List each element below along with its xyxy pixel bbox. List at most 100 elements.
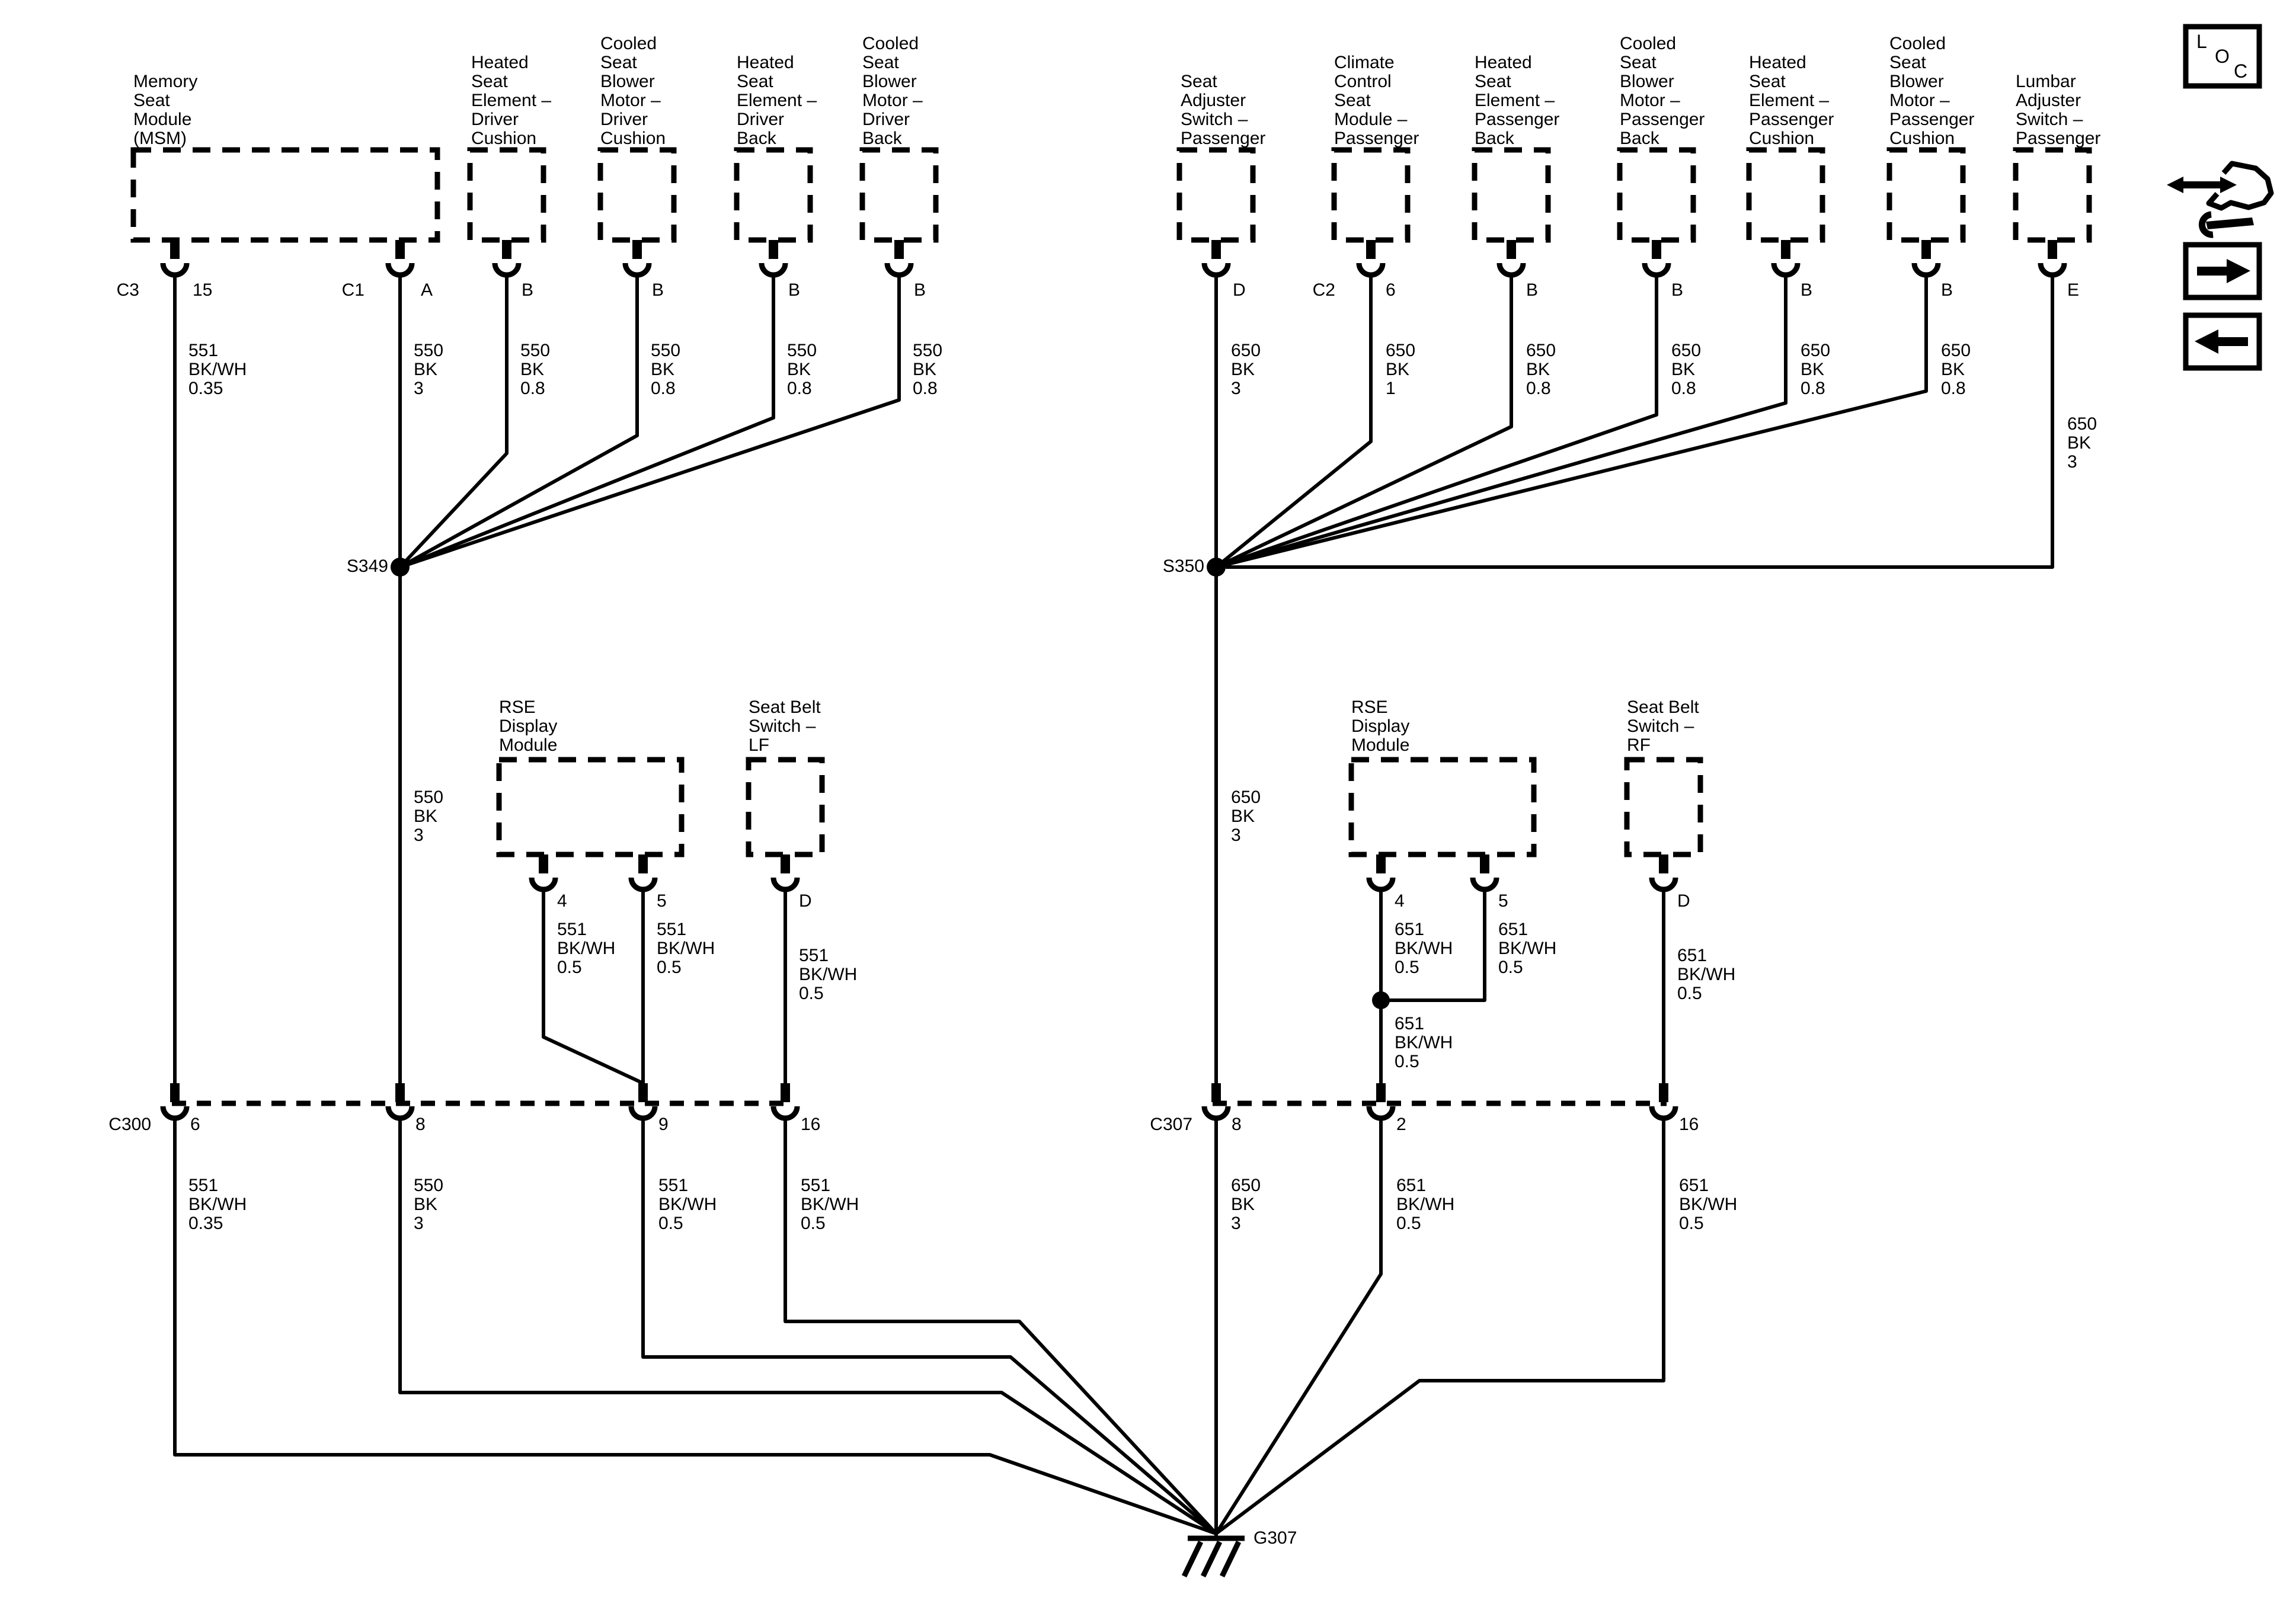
terminal-cup [385,1106,415,1121]
terminal-stub [395,240,405,259]
pin-label-b-3: B [788,280,801,300]
pin-label-rse-left-5: 5 [657,891,667,911]
wire-650-bk-3-lumbar [1226,275,2054,569]
pin-label-c307-2: 2 [1396,1115,1406,1134]
component-box-seat-belt-switch-rf [1624,757,1703,857]
component-label-heated-seat-element-driver-cushion: Heated Seat Element – Driver Cushion [471,53,552,148]
wire-label-551-bkwh-05-rse4: 551 BK/WH 0.5 [557,920,616,977]
component-box-heated-seat-element-passenger-cushion [1746,147,1825,243]
component-box-seat-belt-switch-lf [746,757,825,857]
pin-label-c300-16: 16 [801,1115,821,1134]
connector-label-c300: C300 [108,1115,151,1134]
component-label-memory-seat-module: Memory Seat Module (MSM) [133,72,198,148]
terminal-cup [1911,263,1941,278]
wire-550-bk-08-driver-cushion-heat [398,275,509,569]
component-box-rse-display-module-left [496,757,685,857]
pin-label-b-8: B [1941,280,1953,300]
wire-label-551-bkwh-05-bottom-9: 551 BK/WH 0.5 [658,1176,717,1233]
wire-550-bk-08-driver-back-heat [399,275,775,569]
terminal-stub [1781,240,1790,259]
wire-label-651-bkwh-05-rse4: 651 BK/WH 0.5 [1395,920,1453,977]
wire-label-650-bk-08-3: 650 BK 0.8 [1801,341,1831,398]
terminal-cup [884,263,914,278]
component-box-cooled-seat-blower-passenger-back [1617,147,1696,243]
icon-column [2167,24,2274,371]
terminal-cup [1642,263,1671,278]
terminal-stub [638,854,648,873]
wires [173,275,2054,1537]
terminal-stub [395,1083,405,1102]
pin-label-d-seat-adjuster: D [1233,280,1246,300]
terminal-stub [781,1083,790,1102]
terminal-stub [1652,240,1661,259]
terminal-stub [1376,854,1386,873]
terminal-cup [1649,1106,1678,1121]
loc-letter-o: O [2215,46,2230,67]
component-box-climate-control-seat-module [1331,147,1411,243]
terminal-stub [1659,854,1668,873]
wire-label-550-bk-08-3: 550 BK 0.8 [787,341,817,398]
pin-label-seat-belt-lf-d: D [799,891,812,911]
terminal-stub [1211,240,1221,259]
wire-label-651-bkwh-05-below-splice: 651 BK/WH 0.5 [1395,1014,1453,1071]
component-label-heated-seat-element-driver-back: Heated Seat Element – Driver Back [737,53,817,148]
terminal-cup [759,263,788,278]
pin-label-c300-8: 8 [415,1115,426,1134]
loc-button[interactable] [2183,24,2262,89]
wire-label-550-bk-3-top: 550 BK 3 [414,341,444,398]
wire-label-650-bk-08-1: 650 BK 0.8 [1526,341,1556,398]
forward-arrow-button[interactable] [2183,242,2262,300]
terminal-cup [628,877,658,892]
terminal-stub [769,240,778,259]
wire-label-650-bk-3-mid: 650 BK 3 [1231,788,1261,845]
terminal-stub [1921,240,1931,259]
terminal-cup [1496,263,1526,278]
pin-label-c300-6: 6 [190,1115,200,1134]
component-box-seat-adjuster-switch-passenger [1176,147,1256,243]
component-label-seat-belt-switch-lf: Seat Belt Switch – LF [749,697,821,755]
back-arrow-button[interactable] [2183,312,2262,371]
wire-label-551-bkwh-05-bottom-16: 551 BK/WH 0.5 [801,1176,859,1233]
pin-label-15: 15 [193,280,213,300]
component-label-climate-control-seat-module: Climate Control Seat Module – Passenger [1334,53,1419,148]
wire-650-bk-1 [1215,275,1373,569]
wire-650-bk-08-passenger-cushion-heat [1216,275,1787,569]
wire-label-650-bk-1: 650 BK 1 [1386,341,1416,398]
wire-label-650-bk-3-top: 650 BK 3 [1231,341,1261,398]
wire-label-651-bkwh-05-rf: 651 BK/WH 0.5 [1677,946,1736,1003]
terminal-stub [1480,854,1489,873]
component-label-lumbar-adjuster-switch: Lumbar Adjuster Switch – Passenger [2016,72,2101,148]
terminal-cup [160,263,190,278]
pin-label-c2: C2 [1312,280,1335,300]
wire-551-bkwh-05-below-c300-9 [641,1120,1217,1535]
wire-550-bk-08-driver-cushion-blower [399,275,639,569]
terminal-cup [1366,877,1396,892]
pin-label-b-7: B [1801,280,1813,300]
terminal-stub [170,1083,180,1102]
component-label-seat-belt-switch-rf: Seat Belt Switch – RF [1627,697,1699,755]
terminal-cup [1771,263,1801,278]
wire-label-550-bk-3-bottom: 550 BK 3 [414,1176,444,1233]
wire-label-651-bkwh-05-rse5: 651 BK/WH 0.5 [1498,920,1557,977]
component-label-heated-seat-element-passenger-back: Heated Seat Element – Passenger Back [1475,53,1560,148]
terminal-cup [622,263,652,278]
wire-651-bkwh-05-seat-belt-rf [1215,889,1665,1535]
pin-symbols [160,240,2067,1121]
terminal-stub [1659,1083,1668,1102]
terminal-cup [529,877,558,892]
pin-label-rse-left-4: 4 [557,891,567,911]
terminal-cup [1201,1106,1231,1121]
ground-symbol-g307 [1181,1535,1245,1577]
wire-label-551-bkwh-035-bottom: 551 BK/WH 0.35 [188,1176,247,1233]
terminal-cup [1649,877,1678,892]
wire-label-551-bkwh-035-top: 551 BK/WH 0.35 [188,341,247,398]
splice-label-s350: S350 [1162,556,1204,576]
component-label-cooled-seat-blower-driver-back: Cooled Seat Blower Motor – Driver Back [862,34,923,148]
left-arrow-icon [2195,329,2248,354]
service-wrench-icon [2167,161,2274,238]
wire-label-650-bk-08-4: 650 BK 0.8 [1941,341,1971,398]
pin-label-rse-right-5: 5 [1498,891,1508,911]
terminal-stub [1366,240,1376,259]
wire-551-bkwh-05-rse-pin4 [542,889,644,1085]
